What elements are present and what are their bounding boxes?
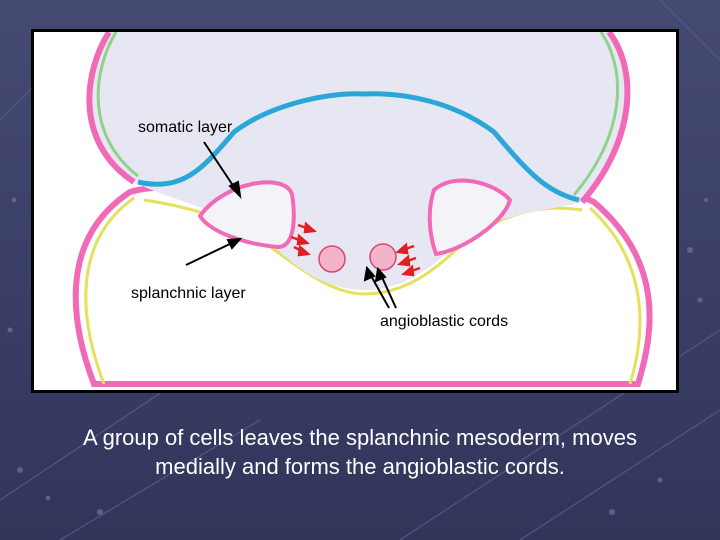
angioblastic-cords-label: angioblastic cords xyxy=(380,313,509,330)
label-pointers xyxy=(185,141,397,309)
splanchnic-layer-label: splanchnic layer xyxy=(131,285,246,302)
diagram-figure: somatic layer splanchnic layer angioblas… xyxy=(31,29,679,393)
caption-line-1: A group of cells leaves the splanchnic m… xyxy=(83,425,637,450)
coelom-cavity xyxy=(89,32,628,290)
somatic-layer-label: somatic layer xyxy=(138,119,233,136)
slide-caption: A group of cells leaves the splanchnic m… xyxy=(20,423,700,481)
angioblastic-cord-right xyxy=(369,243,397,271)
right-mesoderm-pocket xyxy=(427,178,513,257)
embryo-cross-section xyxy=(72,32,653,387)
migration-arrows xyxy=(290,221,421,277)
ectoderm-outline xyxy=(86,32,631,204)
angioblastic-cord-left xyxy=(318,245,346,273)
caption-line-2: medially and forms the angioblastic cord… xyxy=(155,454,565,479)
left-mesoderm-pocket xyxy=(197,180,296,250)
endoderm-layer xyxy=(137,91,580,203)
